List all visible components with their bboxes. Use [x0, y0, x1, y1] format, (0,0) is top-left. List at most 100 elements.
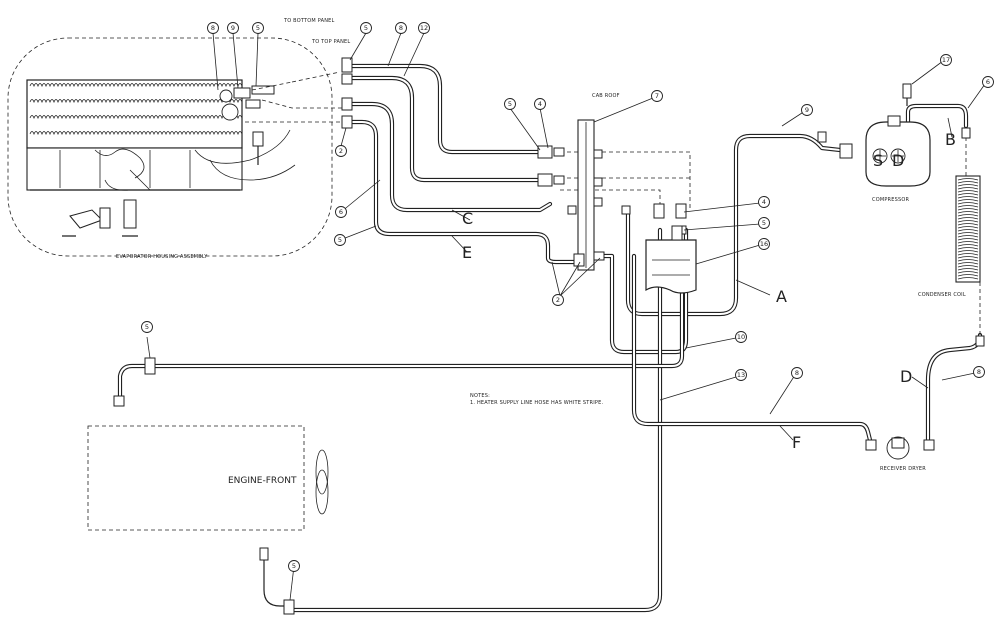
condenser-fin	[957, 181, 979, 184]
condenser-fin	[957, 214, 979, 217]
svg-text:5: 5	[364, 24, 368, 32]
hose-letter-c: C	[462, 209, 473, 228]
cab-roof-block	[537, 119, 687, 271]
condenser-fin	[957, 211, 979, 214]
compressor-port-d: D	[892, 151, 904, 170]
condenser-fin	[957, 226, 979, 229]
svg-text:8: 8	[795, 369, 799, 377]
callout-8-receiver: 8	[791, 367, 803, 379]
condenser-fin	[957, 196, 979, 199]
label-engine-front: ENGINE-FRONT	[228, 476, 297, 486]
condenser-fin	[957, 202, 979, 205]
condenser-fin	[957, 259, 979, 262]
coil-fin-row	[29, 131, 243, 136]
condenser-fin	[957, 220, 979, 223]
svg-text:16: 16	[760, 240, 768, 248]
note-1: 1. HEATER SUPPLY LINE HOSE HAS WHITE STR…	[470, 400, 603, 406]
callout-6-compressor: 6	[982, 76, 994, 88]
coil-fin-row	[29, 115, 243, 120]
condenser-fin	[957, 184, 979, 187]
condenser-fin	[957, 190, 979, 193]
svg-text:9: 9	[805, 106, 809, 114]
engine-front	[87, 425, 329, 531]
condenser-fin	[957, 277, 979, 280]
condenser-fins	[957, 178, 979, 280]
condenser-fin	[957, 271, 979, 274]
condenser-fin	[957, 265, 979, 268]
callout-8-condenser: 8	[973, 366, 985, 378]
condenser-coil	[955, 127, 985, 347]
callout-8-top: 8	[395, 22, 407, 34]
label-evaporator-housing-assembly: EVAPORATOR HOUSING ASSEMBLY	[116, 254, 208, 260]
label-cab-roof: CAB ROOF	[592, 93, 620, 99]
callout-8-evap: 8	[207, 22, 219, 34]
svg-text:8: 8	[211, 24, 215, 32]
svg-text:10: 10	[737, 333, 745, 341]
label-compressor: COMPRESSOR	[872, 197, 909, 203]
hose-letter-f: F	[792, 433, 801, 452]
svg-text:8: 8	[977, 368, 981, 376]
condenser-fin	[957, 178, 979, 181]
callout-5-heater: 5	[141, 321, 153, 333]
callout-5-evap-b: 5	[334, 234, 346, 246]
svg-text:5: 5	[292, 562, 296, 570]
condenser-fin	[957, 232, 979, 235]
condenser-fin	[957, 217, 979, 220]
evaporator-coil	[26, 79, 243, 149]
callout-2-mid: 2	[552, 294, 564, 306]
label-receiver-dryer: RECEIVER DRYER	[880, 466, 926, 472]
coil-fin-row	[29, 83, 243, 88]
callout-9-evap: 9	[227, 22, 239, 34]
evaporator-coil-fins	[29, 83, 243, 136]
condenser-fin	[957, 205, 979, 208]
svg-text:5: 5	[256, 24, 260, 32]
hose-d	[925, 332, 983, 443]
svg-text:8: 8	[399, 24, 403, 32]
condenser-fin	[957, 223, 979, 226]
condenser-fin	[957, 193, 979, 196]
notes-title: NOTES:	[470, 393, 490, 399]
callout-6-evap: 6	[335, 206, 347, 218]
callout-16-tank: 16	[758, 238, 770, 250]
condenser-fin	[957, 208, 979, 211]
callout-17-compressor: 17	[940, 54, 952, 66]
coil-fin-row	[29, 99, 243, 104]
callout-13-line: 13	[735, 369, 747, 381]
condenser-fin	[957, 253, 979, 256]
coolant-tank	[645, 225, 697, 294]
condenser-fin	[957, 235, 979, 238]
condenser-fin	[957, 256, 979, 259]
callout-2-evap: 2	[335, 145, 347, 157]
evaporator-panel-fittings	[341, 57, 353, 129]
svg-text:17: 17	[942, 56, 950, 64]
callout-numbers: 8 9 5 5 8 12 2 6 5 5 4 7 9 17 6 4 5 16 2…	[141, 22, 994, 572]
condenser-fin	[957, 229, 979, 232]
condenser-fin	[957, 187, 979, 190]
label-to-bottom-panel: TO BOTTOM PANEL	[283, 18, 335, 24]
callout-9-hose: 9	[801, 104, 813, 116]
condenser-fin	[957, 238, 979, 241]
condenser-fin	[957, 250, 979, 253]
condenser-fin	[957, 241, 979, 244]
callout-10-line: 10	[735, 331, 747, 343]
hose-13	[287, 227, 663, 613]
svg-text:5: 5	[508, 100, 512, 108]
callout-5-top: 5	[360, 22, 372, 34]
callout-12-top: 12	[418, 22, 430, 34]
callout-7-roof: 7	[651, 90, 663, 102]
hose-letter-b: B	[945, 130, 956, 149]
condenser-fin	[957, 244, 979, 247]
callout-4-mid: 4	[758, 196, 770, 208]
compressor-port-s: S	[873, 151, 883, 170]
label-condenser-coil: CONDENSER COIL	[918, 292, 966, 298]
hose-c	[347, 101, 553, 213]
svg-text:5: 5	[145, 323, 149, 331]
callout-5-mid: 5	[758, 217, 770, 229]
hose-letter-a: A	[776, 287, 787, 306]
callout-4-roof: 4	[534, 98, 546, 110]
svg-text:5: 5	[338, 236, 342, 244]
svg-text:6: 6	[986, 78, 990, 86]
svg-text:4: 4	[538, 100, 542, 108]
condenser-fin	[957, 268, 979, 271]
